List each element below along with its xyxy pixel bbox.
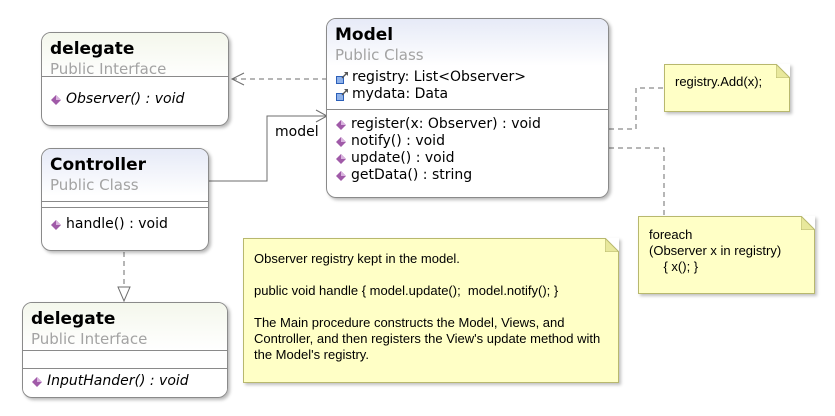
- class-name: Model: [335, 25, 394, 45]
- class-name: delegate: [31, 309, 116, 329]
- method-icon: [335, 153, 347, 165]
- method-icon: [50, 94, 62, 106]
- compartment-separator: [23, 350, 227, 351]
- methods-compartment: handle() : void: [42, 208, 208, 237]
- compartment-separator: [42, 201, 208, 202]
- method-row[interactable]: notify() : void: [335, 133, 600, 150]
- note-line: public void handle { model.update(); mod…: [254, 283, 559, 298]
- method-row[interactable]: update() : void: [335, 150, 600, 167]
- note-registry-add[interactable]: registry.Add(x);: [664, 64, 790, 112]
- note-fold-icon: [801, 216, 815, 230]
- note-text: registry.Add(x);: [675, 74, 763, 89]
- class-stereotype: Public Class: [50, 176, 139, 194]
- method-icon: [50, 219, 62, 231]
- method-icon: [335, 119, 347, 131]
- field-label: mydata: Data: [352, 86, 449, 102]
- method-icon: [31, 376, 43, 388]
- class-model[interactable]: Model Public Class registry: List<Observ…: [326, 18, 609, 198]
- note-text: foreach (Observer x in registry) { x(); …: [649, 227, 782, 274]
- class-header: delegate Public Interface: [23, 303, 227, 350]
- note-fold-icon: [776, 64, 790, 78]
- class-header: Model Public Class: [327, 19, 608, 66]
- class-controller[interactable]: Controller Public Class handle() : void: [41, 148, 209, 251]
- class-stereotype: Public Interface: [31, 330, 148, 348]
- field-row[interactable]: registry: List<Observer>: [335, 69, 600, 86]
- method-row[interactable]: getData() : string: [335, 167, 600, 184]
- class-header: delegate Public Interface: [42, 33, 228, 80]
- class-delegate-input[interactable]: delegate Public Interface InputHander() …: [22, 302, 228, 398]
- method-label: InputHander() : void: [47, 373, 189, 389]
- methods-compartment: register(x: Observer) : void notify() : …: [327, 110, 608, 188]
- methods-compartment: Observer() : void: [42, 77, 228, 112]
- method-label: register(x: Observer) : void: [351, 116, 541, 132]
- methods-compartment: InputHander() : void: [23, 369, 227, 394]
- method-label: handle() : void: [66, 216, 168, 232]
- compartment-separator: [42, 207, 208, 208]
- method-row[interactable]: handle() : void: [50, 216, 200, 233]
- class-name: delegate: [50, 39, 135, 59]
- class-delegate-observer[interactable]: delegate Public Interface Observer() : v…: [41, 32, 229, 126]
- method-label: update() : void: [351, 150, 455, 166]
- note-foreach[interactable]: foreach (Observer x in registry) { x(); …: [638, 216, 815, 294]
- compartment-separator: [42, 76, 228, 77]
- method-row[interactable]: register(x: Observer) : void: [335, 116, 600, 133]
- note-anchor-registry-add: [609, 87, 665, 130]
- method-label: getData() : string: [351, 167, 473, 183]
- compartment-separator: [327, 109, 608, 110]
- field-label: registry: List<Observer>: [352, 69, 526, 85]
- note-anchor-foreach: [609, 147, 665, 216]
- class-stereotype: Public Interface: [50, 60, 167, 78]
- dependency-arrowhead: [230, 72, 245, 86]
- fields-compartment: registry: List<Observer> mydata: Data: [327, 66, 608, 109]
- note-line: Observer registry kept in the model.: [254, 251, 460, 266]
- method-icon: [335, 136, 347, 148]
- method-label: Observer() : void: [66, 91, 185, 107]
- association-line-controller-model: [209, 115, 326, 182]
- method-row[interactable]: InputHander() : void: [31, 373, 219, 390]
- association-label-model: model: [275, 124, 319, 140]
- method-label: notify() : void: [351, 133, 445, 149]
- field-icon: [335, 71, 349, 85]
- class-name: Controller: [50, 155, 147, 175]
- class-header: Controller Public Class: [42, 149, 208, 196]
- compartment-separator: [23, 368, 227, 369]
- realization-arrowhead: [117, 286, 131, 303]
- field-icon: [335, 88, 349, 102]
- class-stereotype: Public Class: [335, 46, 424, 64]
- method-row[interactable]: Observer() : void: [50, 91, 220, 108]
- note-fold-icon: [605, 238, 619, 252]
- field-row[interactable]: mydata: Data: [335, 86, 600, 103]
- note-main[interactable]: Observer registry kept in the model. pub…: [243, 238, 619, 383]
- note-line: The Main procedure constructs the Model,…: [254, 315, 604, 362]
- method-icon: [335, 170, 347, 182]
